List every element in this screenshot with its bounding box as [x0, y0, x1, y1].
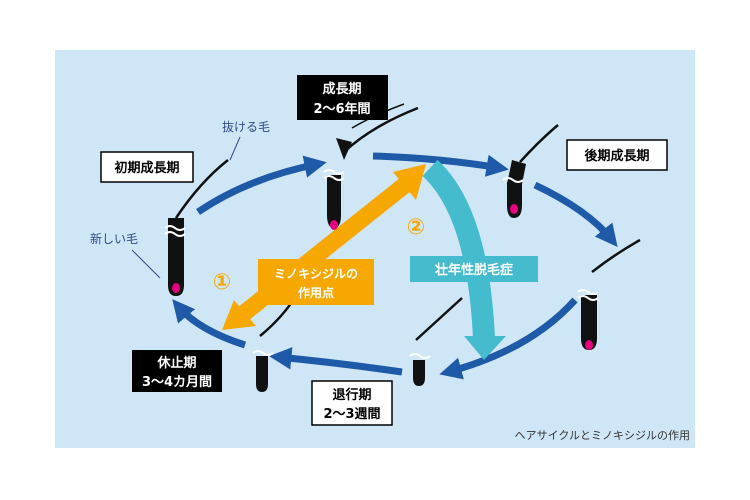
stage-catagen: 退行期 2〜3週間 [311, 380, 393, 426]
cycle-arrows [172, 152, 618, 380]
aga-arrow [422, 159, 506, 360]
stage-growth-name: 成長期 [322, 81, 361, 97]
stage-telogen-duration: 3〜4カ月間 [142, 375, 212, 390]
stage-telogen-name: 休止期 [156, 355, 196, 371]
arrow-growth-to-late [372, 152, 509, 177]
minoxidil-label-line1: ミノキシジルの [274, 267, 358, 281]
minoxidil-label: ミノキシジルの 作用点 [258, 259, 374, 305]
skin-surface-marks [164, 169, 599, 359]
stage-catagen-name: 退行期 [332, 387, 371, 403]
stage-early-name: 初期成長期 [114, 160, 179, 176]
minoxidil-arrow [222, 164, 426, 330]
diagram-caption: ヘアサイクルとミノキシジルの作用 [515, 429, 690, 442]
follicle-early [168, 159, 229, 296]
aga-label: 壮年性脱毛症 [410, 256, 538, 282]
stage-early: 初期成長期 [100, 151, 194, 183]
arrow-late-down [533, 181, 618, 247]
note-shedding-text: 抜ける毛 [222, 120, 270, 134]
follicle-catagen [413, 297, 463, 386]
follicle-telogen [256, 295, 298, 392]
arrow-catagen-to-telogen [269, 347, 403, 376]
follicle-right [581, 238, 641, 350]
stage-late: 後期成長期 [566, 139, 668, 171]
note-new-hair-text: 新しい毛 [90, 231, 138, 246]
arrow-late-to-catagen [439, 297, 578, 380]
note-new-hair: 新しい毛 [90, 231, 161, 279]
follicle-growth [327, 103, 419, 230]
arrow-early-to-growth [196, 155, 327, 215]
minoxidil-label-line2: 作用点 [298, 285, 334, 300]
stage-growth-duration: 2〜6年間 [313, 101, 370, 117]
stage-growth: 成長期 2〜6年間 [297, 75, 388, 120]
note-shedding: 抜ける毛 [222, 120, 270, 161]
stage-telogen: 休止期 3〜4カ月間 [132, 350, 222, 392]
marker-2: ② [407, 215, 426, 240]
aga-label-text: 壮年性脱毛症 [435, 262, 513, 278]
follicle-late-growth [507, 124, 559, 218]
stage-catagen-duration: 2〜3週間 [323, 407, 380, 422]
marker-1: ① [213, 270, 232, 295]
stage-late-name: 後期成長期 [584, 148, 649, 164]
arrow-telogen-to-new [172, 299, 247, 349]
